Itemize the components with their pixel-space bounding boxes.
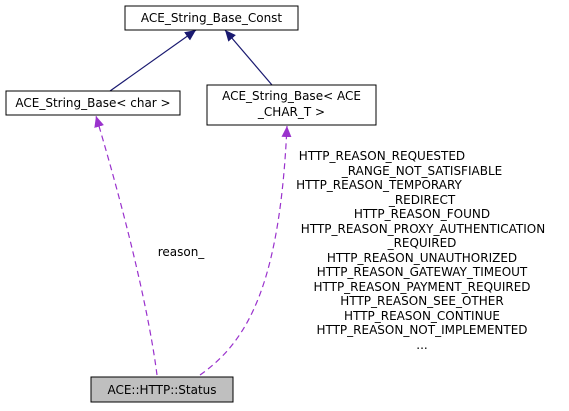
edge-label-http-reason: HTTP_REASON_PAYMENT_REQUIRED — [313, 280, 530, 294]
edge-label-http-reason: HTTP_REASON_SEE_OTHER — [340, 294, 503, 308]
edge-label-http-reason: _REQUIRED — [387, 236, 457, 250]
edge-label-http-reason: HTTP_REASON_UNAUTHORIZED — [327, 251, 517, 265]
node-ace-string-base-const[interactable]: ACE_String_Base_Const — [124, 5, 299, 31]
node-ace-string-base-ace-char-t-label-line1: ACE_String_Base< ACE — [222, 89, 361, 103]
edge-label-http-reason: _RANGE_NOT_SATISFIABLE — [341, 164, 502, 178]
node-ace-string-base-char[interactable]: ACE_String_Base< char > — [5, 90, 181, 116]
edge-label-http-reason: ... — [416, 338, 427, 352]
edge-label-http-reason: _REDIRECT — [388, 193, 456, 207]
usage-edge-status-to-chart — [199, 125, 292, 376]
inheritance-edge-char-to-const — [109, 29, 197, 92]
edge-label-list-http-reasons: HTTP_REASON_REQUESTED _RANGE_NOT_SATISFI… — [296, 149, 545, 352]
edge-label-http-reason: HTTP_REASON_CONTINUE — [344, 309, 500, 323]
node-ace-http-status-label: ACE::HTTP::Status — [107, 383, 216, 397]
edge-label-http-reason: HTTP_REASON_FOUND — [354, 207, 490, 221]
inheritance-edge-chart-to-const — [224, 29, 273, 86]
node-ace-string-base-ace-char-t[interactable]: ACE_String_Base< ACE _CHAR_T > — [206, 84, 377, 126]
edge-label-http-reason: HTTP_REASON_PROXY_AUTHENTICATION — [301, 222, 545, 236]
node-ace-string-base-ace-char-t-label-line2: _CHAR_T > — [257, 105, 325, 119]
node-ace-string-base-char-label: ACE_String_Base< char > — [15, 96, 170, 110]
edge-label-http-reason: HTTP_REASON_NOT_IMPLEMENTED — [316, 323, 527, 337]
edge-label-http-reason: HTTP_REASON_TEMPORARY — [296, 178, 462, 192]
edge-label-reason: reason_ — [158, 245, 206, 259]
node-ace-http-status[interactable]: ACE::HTTP::Status — [90, 376, 234, 403]
usage-edge-status-to-char — [94, 115, 158, 376]
edge-label-http-reason: HTTP_REASON_REQUESTED — [299, 149, 465, 163]
edge-label-http-reason: HTTP_REASON_GATEWAY_TIMEOUT — [317, 265, 528, 279]
node-ace-string-base-const-label: ACE_String_Base_Const — [141, 11, 283, 25]
